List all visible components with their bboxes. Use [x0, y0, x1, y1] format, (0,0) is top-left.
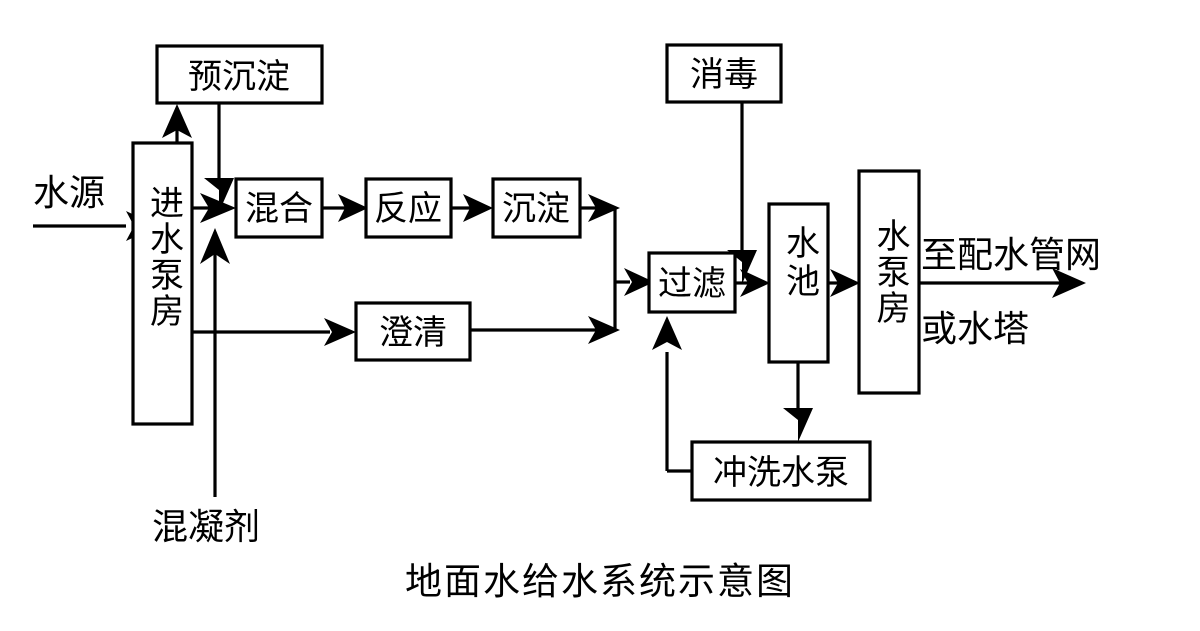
node-pre-sedimentation[interactable]: 预沉淀 [155, 44, 324, 105]
node-clarification[interactable]: 澄清 [354, 301, 472, 362]
edge-coagulant-to-mixing [200, 228, 230, 497]
label-water-source: 水源 [33, 173, 106, 213]
edge-intake-to-mixing [192, 193, 236, 223]
node-filtration[interactable]: 过滤 [647, 251, 737, 314]
edge-backwash-pump-to-filtration [652, 316, 692, 473]
node-label-clear-water-tank: 水池 [769, 225, 828, 360]
node-mixing[interactable]: 混合 [234, 177, 324, 239]
node-backwash-pump[interactable]: 冲洗水泵 [690, 440, 872, 502]
edge-disinfection-to-stream [727, 102, 757, 284]
edge-presedimentation-to-mixing [204, 102, 234, 212]
node-disinfection[interactable]: 消毒 [665, 43, 783, 104]
node-label-intake-pump-house: 进水泵房 [133, 185, 192, 425]
edge-clarification-to-collector [470, 316, 620, 344]
node-label-pre-sedimentation: 预沉淀 [188, 58, 290, 96]
edge-sedimentation-to-collector [580, 194, 620, 330]
node-reaction[interactable]: 反应 [364, 177, 453, 239]
figure-caption: 地面水给水系统示意图 [405, 562, 795, 603]
vertical-text-intake: 进水泵房 [144, 185, 182, 329]
edge-mixing-to-reaction [322, 194, 368, 222]
edge-tank-to-backwash-pump [783, 362, 813, 442]
edge-collector-to-filtration [615, 268, 654, 296]
node-label-clarification: 澄清 [379, 314, 447, 352]
node-label-filtration: 过滤 [658, 265, 726, 303]
node-clear-water-tank[interactable] [767, 202, 830, 364]
label-to-distribution-network: 至配水管网 [921, 235, 1102, 275]
label-or-water-tower: 或水塔 [921, 309, 1030, 349]
node-sedimentation[interactable]: 沉淀 [491, 177, 582, 239]
node-label-water-pump-house: 水泵房 [859, 218, 919, 393]
label-coagulant: 混凝剂 [152, 507, 261, 547]
node-label-reaction: 反应 [374, 190, 442, 228]
node-label-mixing: 混合 [245, 190, 313, 228]
vertical-text-tank: 水池 [780, 225, 818, 301]
node-label-backwash-pump: 冲洗水泵 [713, 454, 849, 492]
edge-filtration-to-tank [735, 269, 770, 297]
node-label-disinfection: 消毒 [690, 56, 758, 94]
node-water-pump-house[interactable] [857, 169, 921, 395]
edge-tank-to-pumphouse [828, 269, 860, 297]
node-label-sedimentation: 沉淀 [502, 190, 570, 228]
edge-intake-to-clarification [192, 318, 356, 346]
node-intake-pump-house[interactable] [131, 141, 194, 426]
edge-pumphouse-to-network [919, 268, 1086, 298]
edge-reaction-to-sedimentation [450, 194, 493, 222]
vertical-text-pumphouse: 水泵房 [871, 218, 908, 326]
